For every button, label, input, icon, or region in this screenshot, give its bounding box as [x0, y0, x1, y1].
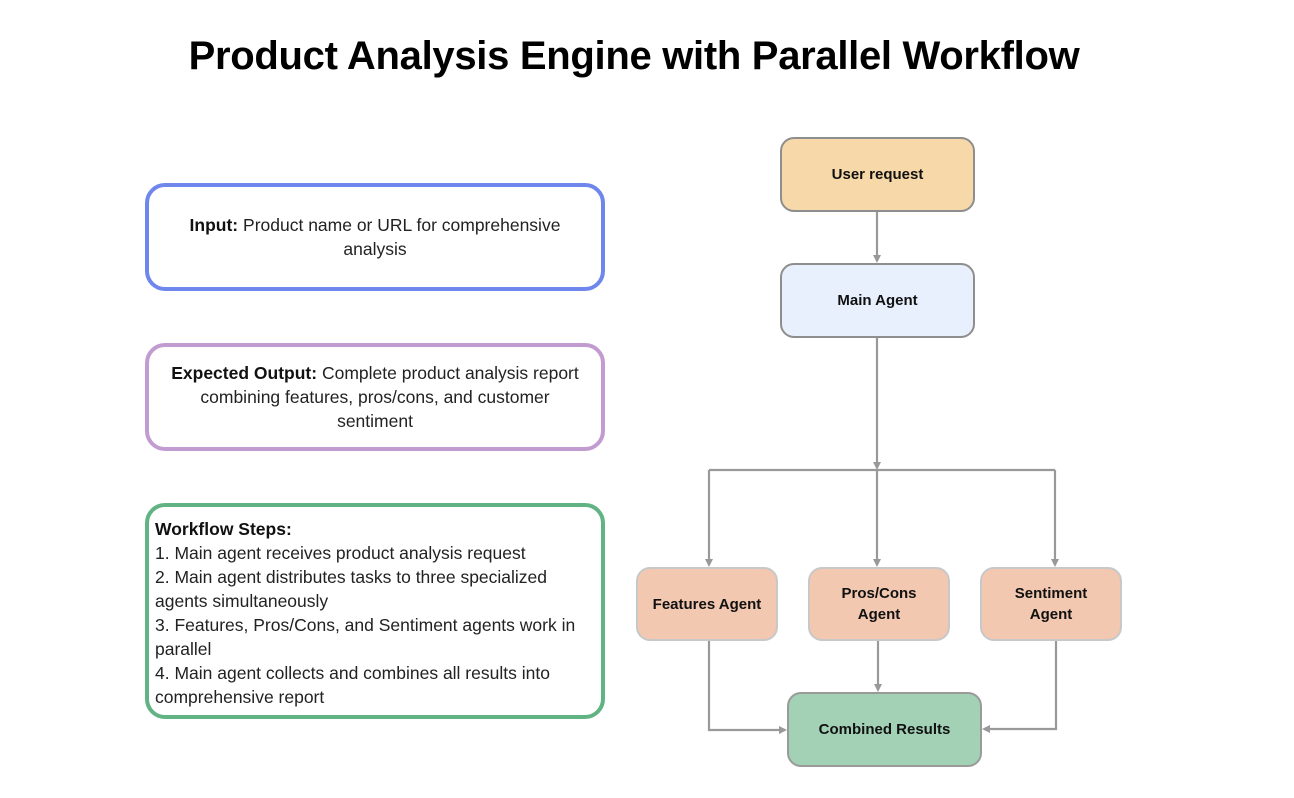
workflow-step: 3. Features, Pros/Cons, and Sentiment ag… [155, 615, 576, 659]
workflow-steps-text: Workflow Steps: 1. Main agent receives p… [155, 517, 595, 709]
page-title: Product Analysis Engine with Parallel Wo… [188, 34, 1080, 78]
node-features-agent: Features Agent [636, 567, 778, 641]
workflow-step: 4. Main agent collects and combines all … [155, 663, 550, 707]
node-pros-cons-agent: Pros/Cons Agent [808, 567, 950, 641]
workflow-steps-box: Workflow Steps: 1. Main agent receives p… [145, 503, 605, 719]
workflow-step: 1. Main agent receives product analysis … [155, 543, 526, 563]
workflow-steps-label: Workflow Steps: [155, 519, 292, 539]
edge-sentiment-to-combined [982, 641, 1058, 733]
edge-features-to-combined [707, 641, 787, 734]
expected-output-box: Expected Output: Complete product analys… [145, 343, 605, 451]
node-sentiment-agent: Sentiment Agent [980, 567, 1122, 641]
expected-output-label: Expected Output: [171, 363, 318, 383]
input-description: Product name or URL for comprehensive an… [243, 215, 561, 259]
workflow-step: 2. Main agent distributes tasks to three… [155, 567, 548, 611]
expected-output-text: Expected Output: Complete product analys… [165, 361, 585, 433]
node-sentiment-label: Sentiment Agent [1014, 585, 1088, 623]
input-box: Input: Product name or URL for comprehen… [145, 183, 605, 291]
expected-output-description: Complete product analysis report combini… [200, 363, 579, 431]
node-main-agent: Main Agent [780, 263, 975, 338]
node-user-request: User request [780, 137, 975, 212]
node-pros-cons-label: Pros/Cons Agent [841, 585, 917, 623]
input-label: Input: [189, 215, 239, 235]
node-combined-results: Combined Results [787, 692, 982, 767]
input-text: Input: Product name or URL for comprehen… [165, 213, 585, 261]
